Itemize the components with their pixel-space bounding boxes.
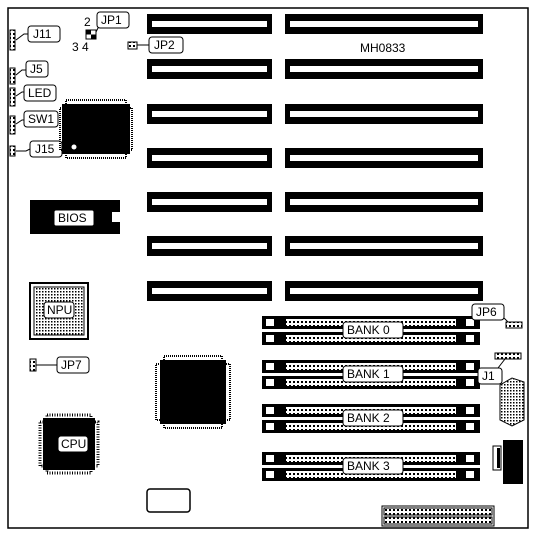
cpu-package: CPU [38,413,100,475]
label-cpu: CPU [61,437,86,451]
label-j1: J1 [482,369,495,383]
board-model: MH0833 [360,41,406,55]
callout-j15: J15 [16,140,63,158]
header-j11 [9,29,16,51]
jumper-jp7: JP7 [29,356,90,374]
label-j11: J11 [33,27,52,41]
label-bank-0: BANK 0 [347,323,390,337]
label-bank-1: BANK 1 [347,367,390,381]
label-j15: J15 [35,142,55,156]
header-sw1 [9,115,16,135]
memory-banks: BANK 0 BANK 1 BANK 2 BANK 3 [262,316,480,481]
power-connector [492,440,523,484]
connector-j1: J1 [477,352,525,427]
jumper-jp6: JP6 [471,303,523,329]
label-bank-3: BANK 3 [347,459,390,473]
jumper-jp2: JP2 [127,36,184,54]
label-bank-2: BANK 2 [347,411,390,425]
chipset-chip-center [155,355,231,429]
jp1-pins-3-4: 3 4 [72,40,89,54]
bottom-edge-connector [381,505,495,527]
callout-j5: J5 [15,60,49,78]
callout-j11: J11 [15,25,61,43]
chipset-chip-top [59,99,133,159]
npu-socket: NPU [29,282,89,340]
header-led [9,87,16,107]
label-jp2: JP2 [154,38,175,52]
label-jp7: JP7 [61,358,82,372]
callout-sw1: SW1 [15,110,59,128]
expansion-slots-left [147,14,272,301]
label-jp1: JP1 [101,13,122,27]
label-bios: BIOS [58,211,87,225]
label-jp6: JP6 [476,305,497,319]
label-j5: J5 [30,62,43,76]
keyboard-connector [499,377,525,427]
label-led: LED [28,86,52,100]
jp1-pin-2: 2 [84,15,91,29]
bios-chip: BIOS [30,200,122,234]
label-npu: NPU [47,303,72,317]
crystal-oscillator [146,488,191,513]
jumper-jp1: 2 3 4 JP1 [72,11,130,54]
label-sw1: SW1 [28,112,54,126]
front-panel-headers [9,29,16,157]
header-j5 [9,67,16,85]
callout-led: LED [15,84,57,102]
header-j15 [9,145,16,157]
expansion-slots-right [285,14,483,301]
